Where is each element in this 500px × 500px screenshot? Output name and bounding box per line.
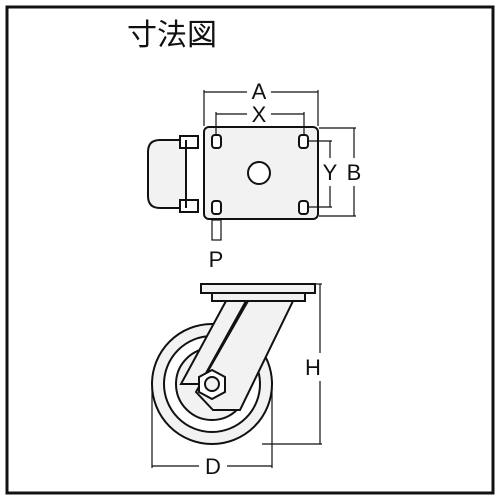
dimension-a [203, 90, 319, 126]
dimension-x [215, 112, 305, 134]
bolt-hole [298, 134, 309, 149]
outer-frame [5, 5, 495, 495]
axle-bolt [204, 376, 220, 392]
label-d: D [205, 454, 221, 479]
dimension-y [309, 140, 332, 208]
side-top-plate [200, 283, 316, 294]
label-x: X [252, 102, 267, 127]
bolt-hole [298, 200, 309, 215]
bolt-hole [211, 134, 222, 149]
fork-tab-bottom [179, 199, 199, 213]
label-y: Y [323, 160, 338, 185]
p-leader [211, 219, 222, 241]
dimension-d [151, 384, 273, 468]
side-view [151, 283, 316, 445]
fork-tab-top [179, 135, 199, 149]
dimension-b [319, 127, 356, 217]
wheel-side-silhouette [147, 139, 187, 209]
label-b: B [347, 160, 362, 185]
label-h: H [305, 355, 321, 380]
label-p: P [209, 247, 224, 272]
side-swivel-ring [211, 292, 306, 302]
label-a: A [252, 79, 267, 104]
bolt-hole [211, 200, 222, 215]
top-view [147, 126, 319, 241]
diagram-title: 寸法図 [127, 18, 217, 53]
center-hole [247, 161, 271, 185]
